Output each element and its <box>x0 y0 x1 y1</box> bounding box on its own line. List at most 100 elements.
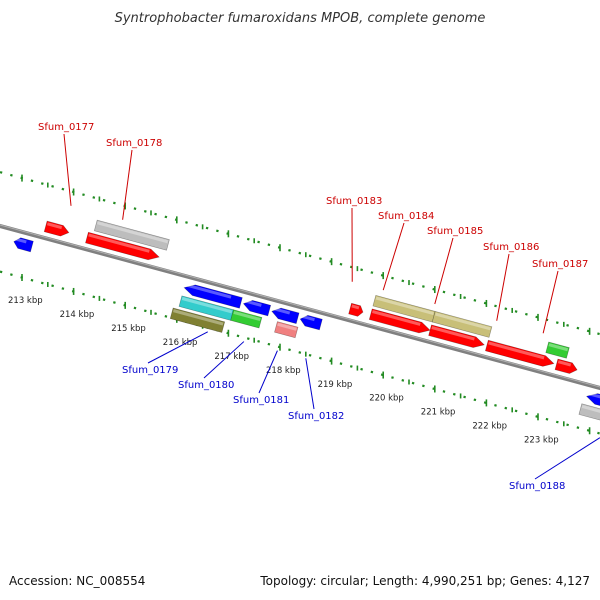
gene-arrow <box>428 324 485 348</box>
tick-dot <box>61 287 65 290</box>
gene-arrow <box>545 341 570 359</box>
gene-label-bottom: Sfum_0188 <box>509 481 565 492</box>
gene-shape <box>85 231 160 261</box>
tick-dot <box>401 279 405 283</box>
genome-summary-text: Topology: circular; Length: 4,990,251 bp… <box>260 574 590 588</box>
leader-line-top <box>434 237 454 305</box>
leader-line-top <box>496 253 510 321</box>
tick-dot <box>133 207 137 210</box>
leader-line-bottom <box>203 341 245 379</box>
tick-dot <box>267 243 271 247</box>
gene-shape <box>178 295 234 321</box>
gene-highlight <box>548 343 569 352</box>
tick-dot <box>257 240 260 244</box>
gene-highlight <box>557 360 572 367</box>
gene-arrow <box>299 314 323 331</box>
tick-dot <box>257 340 260 343</box>
tick-dot <box>30 278 34 282</box>
gene-highlight <box>277 322 297 331</box>
scale-label: 216 kbp <box>163 338 198 348</box>
gene-arrow <box>85 231 160 261</box>
scale-label: 221 kbp <box>421 408 456 418</box>
gene-arrow <box>578 403 600 433</box>
gene-shape <box>183 284 243 309</box>
tick-dot <box>525 412 528 416</box>
leader-line-bottom <box>305 358 315 410</box>
gene-shape <box>545 341 570 359</box>
tick-dot <box>51 284 54 288</box>
tick-dot <box>216 229 219 233</box>
tick-dot <box>504 406 508 410</box>
leader-line-top <box>542 270 559 334</box>
scale-label: 213 kbp <box>8 296 43 306</box>
tick-dot <box>319 257 322 261</box>
tick-dot <box>422 384 425 388</box>
gene-highlight <box>581 405 600 425</box>
gene-arrow <box>93 219 170 251</box>
tick-dot <box>0 171 3 174</box>
tick-dot <box>473 299 477 302</box>
tick-dot <box>185 221 188 224</box>
tick-dot <box>452 293 456 297</box>
tick-dot <box>555 420 559 424</box>
tick-dot <box>401 378 405 382</box>
gene-shape <box>242 300 272 317</box>
scale-label: 220 kbp <box>369 394 404 404</box>
gene-shape <box>13 237 34 253</box>
tick-dot <box>370 271 374 274</box>
tick-dot <box>349 365 353 368</box>
tick-dot <box>0 270 3 274</box>
backbone-layer <box>0 223 600 391</box>
gene-shape <box>271 307 300 324</box>
tick-dot <box>92 196 96 199</box>
scale-label: 222 kbp <box>472 422 507 432</box>
gene-shape <box>93 219 170 251</box>
tick-dot <box>391 376 394 379</box>
gene-highlight <box>233 310 261 322</box>
tick-dot <box>143 210 147 213</box>
tick-dot <box>102 298 106 302</box>
gene-highlight <box>372 310 421 326</box>
tick-dot <box>236 235 240 238</box>
tick-dot <box>555 321 559 324</box>
leader-line-bottom <box>534 437 600 480</box>
gene-label-top: Sfum_0183 <box>326 196 382 207</box>
gene-highlight <box>375 296 434 315</box>
tick-dot <box>298 251 302 255</box>
tick-dot <box>10 273 13 277</box>
tick-dot <box>92 295 96 299</box>
tick-dot <box>308 254 312 258</box>
gene-arrow <box>43 220 70 237</box>
tick-dot <box>566 324 569 327</box>
tick-dot <box>442 290 446 294</box>
gene-shape <box>299 315 323 331</box>
tick-dot <box>164 215 168 219</box>
tick-dot <box>288 348 291 352</box>
genome-backbone-highlight <box>0 224 600 388</box>
gene-label-top: Sfum_0178 <box>106 138 162 149</box>
tick-dot <box>473 398 477 402</box>
gene-highlight <box>351 304 360 310</box>
gene-shape <box>428 324 485 348</box>
tick-dot <box>452 392 456 396</box>
gene-highlight <box>88 233 150 253</box>
leader-line-bottom <box>258 350 278 394</box>
tick-dot <box>411 381 415 385</box>
tick-dot <box>51 184 54 188</box>
tick-dot <box>30 179 34 183</box>
tick-dot <box>236 334 240 338</box>
gene-highlight <box>488 341 545 360</box>
tick-dot <box>308 353 312 357</box>
accession-text: Accession: NC_008554 <box>9 574 146 588</box>
gene-label-bottom: Sfum_0181 <box>233 395 289 406</box>
gene-shape <box>372 294 436 323</box>
gene-label-top: Sfum_0177 <box>38 122 94 133</box>
tick-dot <box>463 296 466 299</box>
tick-dot <box>205 226 209 230</box>
gene-label-bottom: Sfum_0182 <box>288 411 344 422</box>
tick-dot <box>494 304 497 308</box>
gene-shape <box>230 309 263 329</box>
tick-dot <box>504 307 508 311</box>
gene-layer <box>13 219 600 433</box>
gene-label-bottom: Sfum_0180 <box>178 380 234 391</box>
